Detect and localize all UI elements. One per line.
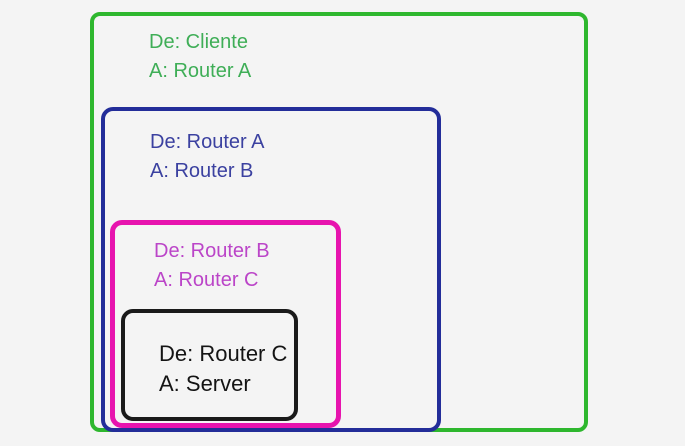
packet-layer-router-c: De: Router C A: Server: [121, 309, 298, 421]
label-line-to: A: Router B: [150, 160, 254, 182]
packet-layer-router-c-label: De: Router C A: Server: [159, 339, 287, 399]
packet-layer-router-a-label: De: Router A A: Router B: [150, 128, 265, 186]
label-line-to: A: Router C: [154, 269, 259, 291]
label-line-to: A: Router A: [149, 60, 252, 82]
packet-layer-router-b: De: Router B A: Router C De: Router C A:…: [110, 220, 341, 428]
label-line-from: De: Router A: [150, 131, 265, 153]
packet-layer-router-b-label: De: Router B A: Router C: [154, 237, 270, 295]
label-line-from: De: Router C: [159, 341, 288, 366]
packet-layer-router-a: De: Router A A: Router B De: Router B A:…: [101, 107, 441, 432]
label-line-from: De: Router B: [154, 240, 270, 262]
packet-layer-cliente-label: De: Cliente A: Router A: [149, 28, 251, 86]
packet-layer-cliente: De: Cliente A: Router A De: Router A A: …: [90, 12, 588, 432]
label-line-to: A: Server: [159, 371, 251, 396]
label-line-from: De: Cliente: [149, 31, 248, 53]
